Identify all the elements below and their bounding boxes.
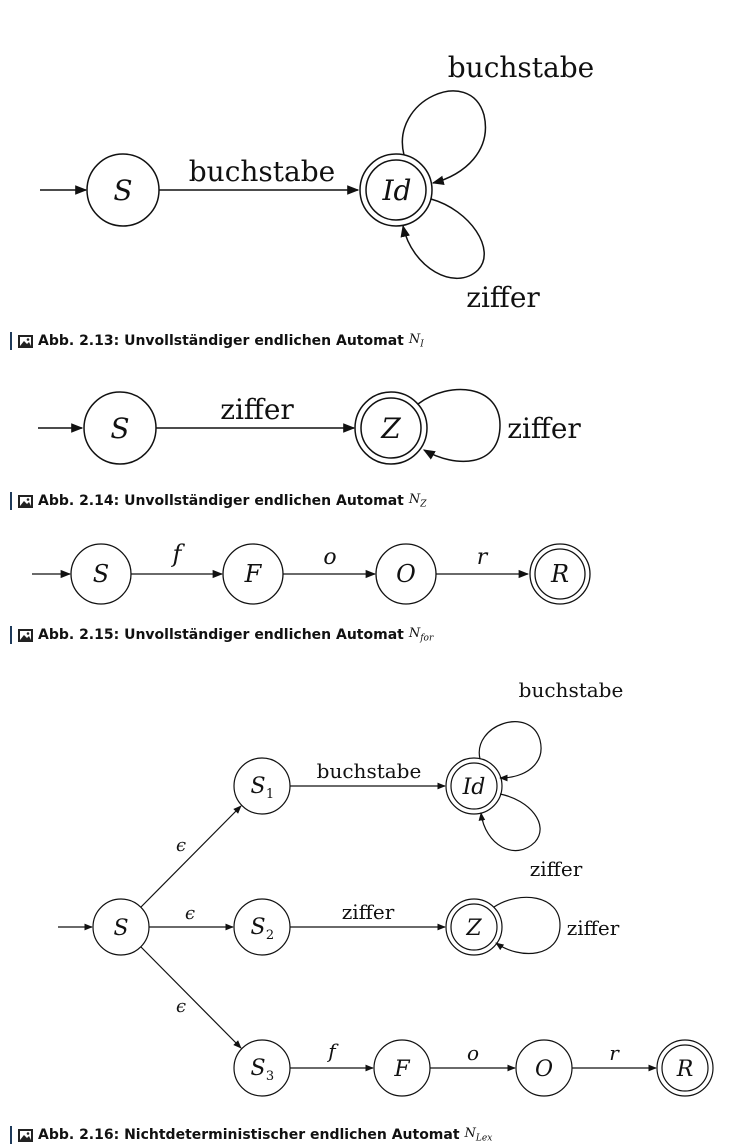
automaton-n-lex-diagram: S S 1 S 2 S 3 ϵ ϵ ϵ buchstabe Id buchsta… (58, 678, 714, 1097)
caption-text: Abb. 2.15: Unvollständiger endlichen Aut… (38, 627, 404, 643)
state-label: S (250, 774, 265, 799)
caption-symbol: N (408, 332, 421, 348)
edge-label: buchstabe (317, 759, 422, 783)
caption-2-14: Abb. 2.14: Unvollständiger endlichen Aut… (10, 492, 426, 510)
automaton-n-z-diagram: S ziffer Z ziffer (38, 388, 581, 465)
state-id-outer (445, 757, 503, 815)
transition-s-s1 (140, 805, 242, 908)
self-loop-ziffer (478, 793, 541, 852)
edge-label: o (323, 545, 336, 570)
state-subscript: 1 (266, 787, 274, 802)
edge-label: ϵ (185, 903, 195, 924)
figure-2-14: S ziffer Z ziffer (0, 380, 735, 480)
state-z-inner (450, 903, 498, 951)
edge-label: r (609, 1041, 620, 1065)
caption-subscript: I (420, 339, 424, 350)
state-r-outer (529, 543, 591, 605)
image-icon (18, 628, 33, 642)
caption-symbol: N (408, 492, 421, 508)
self-loop-ziffer (417, 388, 501, 463)
caption-2-13: Abb. 2.13: Unvollständiger endlichen Aut… (10, 332, 424, 350)
edge-label: ziffer (567, 916, 620, 940)
state-id-inner (450, 762, 498, 810)
state-label: S (250, 1056, 265, 1081)
state-label: S (113, 916, 128, 941)
state-r-outer (656, 1039, 714, 1097)
edge-label: ziffer (342, 900, 395, 924)
caption-text: Abb. 2.13: Unvollständiger endlichen Aut… (38, 333, 404, 349)
state-label: Z (380, 412, 401, 445)
state-subscript: 3 (266, 1069, 274, 1084)
state-label: S (250, 915, 265, 940)
edge-label: ϵ (176, 835, 186, 856)
state-label: F (393, 1057, 410, 1082)
state-z-inner (360, 397, 422, 459)
figure-2-13: S buchstabe Id buchstabe ziffer (0, 0, 735, 330)
edge-label: ziffer (507, 412, 581, 445)
state-r-inner (534, 548, 586, 600)
state-label: O (396, 560, 416, 588)
state-id-outer (359, 153, 433, 227)
caption-math: NI (409, 332, 424, 350)
figure-2-15: S f F o O r R (0, 530, 735, 620)
caption-subscript: for (420, 633, 434, 644)
state-label: Z (465, 916, 482, 941)
edge-label: f (326, 1039, 339, 1063)
state-r-inner (661, 1044, 709, 1092)
automaton-n-i-diagram: S buchstabe Id buchstabe ziffer (40, 51, 594, 314)
caption-symbol: N (464, 1126, 476, 1142)
automaton-n-for-diagram: S f F o O r R (32, 540, 591, 605)
edge-label: o (467, 1041, 479, 1065)
caption-subscript: Lex (475, 1133, 493, 1144)
state-subscript: 2 (266, 928, 274, 943)
self-loop-buchstabe (401, 90, 487, 186)
edge-label: ϵ (176, 996, 186, 1017)
state-z-outer (445, 898, 503, 956)
state-label: Id (382, 174, 412, 207)
state-z-outer (354, 391, 428, 465)
edge-label: buchstabe (189, 155, 335, 188)
edge-label: ziffer (220, 393, 294, 426)
state-label: O (535, 1057, 553, 1082)
state-label: F (244, 560, 263, 588)
figure-2-16: S S 1 S 2 S 3 ϵ ϵ ϵ buchstabe Id buchsta… (0, 660, 735, 1120)
caption-subscript: Z (420, 499, 427, 510)
state-label: R (676, 1057, 694, 1082)
transition-s-s3 (140, 946, 242, 1049)
edge-label: ziffer (466, 281, 540, 314)
edge-label: buchstabe (448, 51, 594, 84)
state-id-inner (365, 159, 427, 221)
caption-math: Nfor (409, 626, 433, 644)
caption-text: Abb. 2.16: Nichtdeterministischer endlic… (38, 1127, 460, 1143)
state-label: S (93, 560, 109, 588)
caption-math: NZ (409, 492, 427, 510)
caption-symbol: N (408, 626, 421, 642)
image-icon (18, 1128, 33, 1142)
state-label: S (113, 174, 132, 207)
state-label: Id (462, 775, 486, 800)
edge-label: f (171, 540, 186, 568)
caption-2-15: Abb. 2.15: Unvollständiger endlichen Aut… (10, 626, 433, 644)
self-loop-ziffer (493, 896, 561, 955)
caption-text: Abb. 2.14: Unvollständiger endlichen Aut… (38, 493, 404, 509)
self-loop-ziffer (400, 198, 485, 280)
state-label: S (110, 412, 129, 445)
image-icon (18, 494, 33, 508)
caption-math: NLex (465, 1126, 493, 1144)
image-icon (18, 334, 33, 348)
caption-2-16: Abb. 2.16: Nichtdeterministischer endlic… (10, 1126, 492, 1144)
edge-label: ziffer (530, 857, 583, 881)
edge-label: buchstabe (519, 678, 624, 702)
self-loop-buchstabe (478, 721, 542, 782)
edge-label: r (477, 545, 489, 570)
state-label: R (550, 560, 569, 588)
